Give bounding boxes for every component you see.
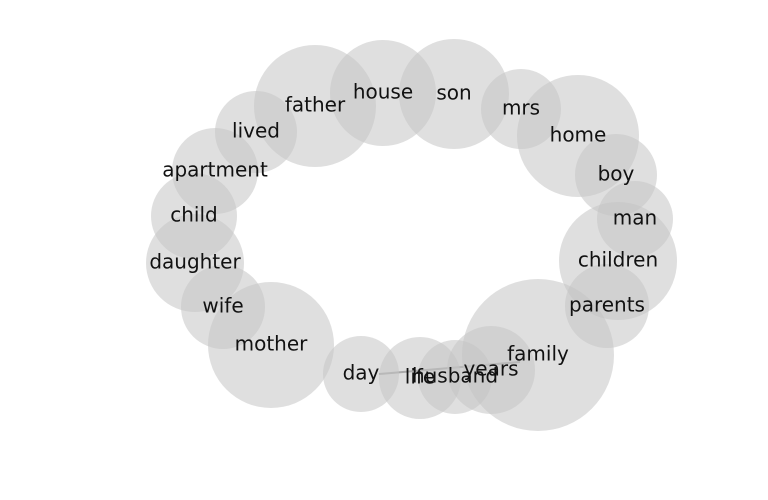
word-label-husband: husband [412, 364, 498, 388]
word-label-family: family [507, 342, 569, 366]
bubble-lived [215, 91, 297, 173]
bubble-day [323, 336, 399, 412]
word-label-apartment: apartment [162, 158, 268, 182]
word-label-child: child [170, 203, 217, 227]
word-label-lived: lived [232, 119, 280, 143]
word-label-day: day [343, 361, 380, 385]
word-label-parents: parents [569, 293, 645, 317]
word-label-wife: wife [202, 294, 243, 318]
word-label-son: son [436, 81, 471, 105]
word-label-boy: boy [598, 162, 635, 186]
bubble-son [399, 39, 509, 149]
word-label-house: house [353, 80, 413, 104]
word-label-mother: mother [235, 332, 309, 356]
word-label-father: father [285, 93, 346, 117]
word-label-children: children [578, 248, 658, 272]
word-label-years: years [463, 357, 518, 381]
word-label-home: home [550, 123, 607, 147]
bubble-layer [146, 39, 677, 431]
word-label-man: man [613, 206, 657, 230]
word-label-mrs: mrs [502, 96, 540, 120]
word-label-life: life [405, 365, 435, 389]
word-label-daughter: daughter [149, 250, 241, 274]
bubble-life [379, 337, 461, 419]
